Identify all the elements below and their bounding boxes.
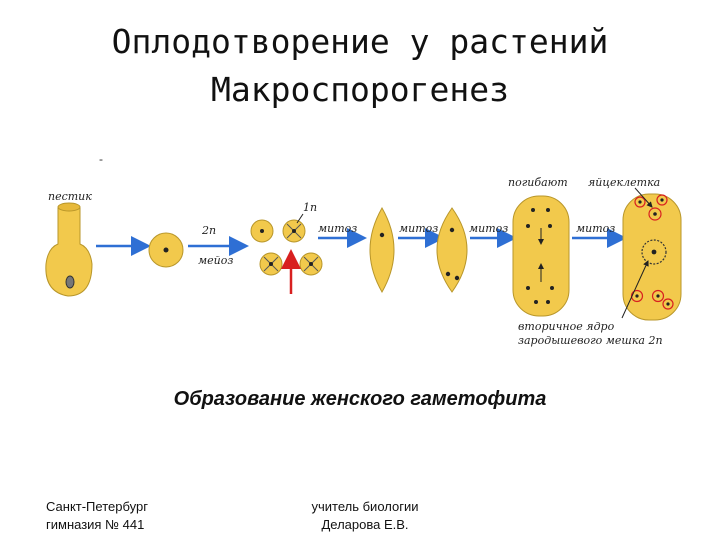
label-mitoz-1: митоз — [318, 222, 357, 235]
footer-role: учитель биологии — [311, 499, 419, 514]
mature-embryo-sac — [622, 193, 682, 321]
footer-school: гимназия № 441 — [46, 517, 145, 532]
stray-dash: - — [99, 152, 103, 166]
label-pogibayut: погибают — [508, 176, 568, 189]
slide-title-line2: Макроспорогенез — [210, 70, 509, 109]
label-2n: 2n — [201, 224, 216, 237]
footer-left: Санкт-Петербург гимназия № 441 — [46, 498, 148, 534]
dying-cell — [299, 252, 323, 276]
pistil — [45, 202, 93, 297]
central-cell — [641, 239, 667, 265]
tetrad-cells — [250, 219, 323, 276]
pointer-1n — [296, 213, 304, 224]
diagram-caption: Образование женского гаметофита — [173, 388, 547, 410]
embryo-sac-8-nuclei — [512, 195, 570, 317]
label-mitoz-2: митоз — [399, 222, 438, 235]
macrosporogenesis-diagram: пестик 2n мейоз 1n — [45, 176, 682, 347]
label-1n: 1n — [303, 201, 317, 214]
mother-cell-2n — [148, 232, 184, 268]
pointer-secondary-nucleus — [621, 260, 649, 319]
embryo-sac-2-nuclei — [436, 207, 468, 293]
dying-cell — [259, 252, 283, 276]
pistil-label: пестик — [48, 190, 92, 203]
pointer-egg-cell — [634, 187, 653, 208]
label-mitoz-4: митоз — [576, 222, 615, 235]
label-secondary-nucleus-1: вторичное ядро — [518, 320, 615, 333]
footer-city: Санкт-Петербург — [46, 499, 148, 514]
label-meioz: мейоз — [198, 254, 233, 267]
slide-title-line1: Оплодотворение у растений — [111, 22, 609, 61]
dying-cell — [282, 219, 306, 243]
label-secondary-nucleus-2: зародышевого мешка 2n — [518, 334, 663, 347]
footer-right: учитель биологии Деларова Е.В. — [300, 498, 430, 534]
label-mitoz-3: митоз — [469, 222, 508, 235]
label-egg-cell: яйцеклетка — [588, 176, 660, 189]
footer-author: Деларова Е.В. — [321, 517, 409, 532]
embryo-sac-1-nucleus — [369, 206, 395, 294]
